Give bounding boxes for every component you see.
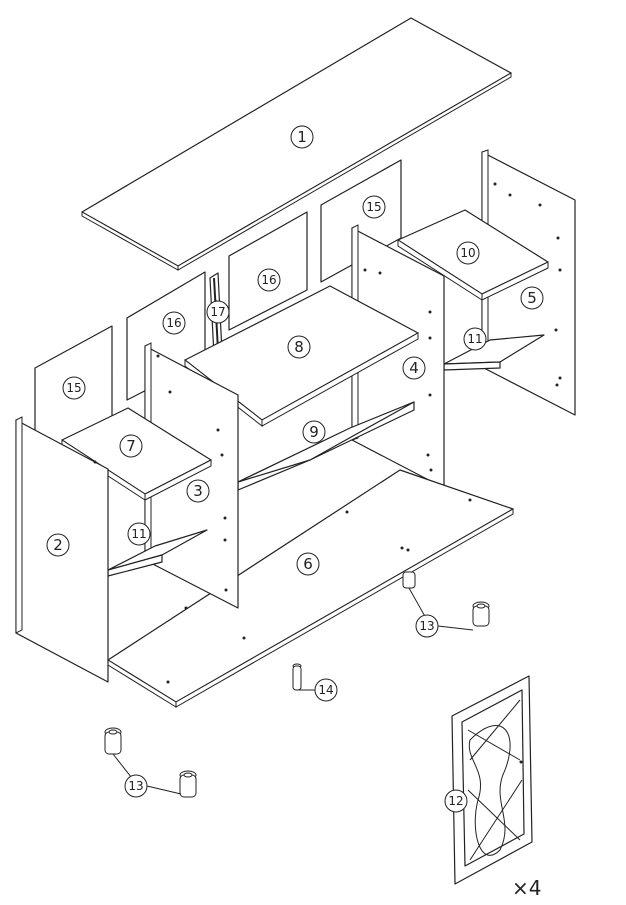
foot-13-under-cabinet xyxy=(402,571,416,589)
svg-text:4: 4 xyxy=(409,359,419,377)
callout-14: 14 xyxy=(314,678,338,702)
svg-text:6: 6 xyxy=(303,555,313,573)
quantity-label: ×4 xyxy=(512,876,541,900)
callout-7: 7 xyxy=(119,434,143,458)
svg-text:10: 10 xyxy=(460,246,475,260)
svg-text:16: 16 xyxy=(166,316,181,330)
callout-2: 2 xyxy=(46,533,70,557)
callout-16-left: 16 xyxy=(162,311,186,335)
bottom-panel-6 xyxy=(107,469,514,708)
svg-text:17: 17 xyxy=(210,305,225,319)
svg-text:1: 1 xyxy=(297,128,307,146)
svg-text:15: 15 xyxy=(66,381,81,395)
svg-text:16: 16 xyxy=(261,273,276,287)
callout-4: 4 xyxy=(402,356,426,380)
callout-8: 8 xyxy=(287,335,311,359)
leader-13-right-b xyxy=(437,625,474,631)
callout-6: 6 xyxy=(296,552,320,576)
callout-11-left: 11 xyxy=(127,522,151,546)
callout-5: 5 xyxy=(520,286,544,310)
foot-13-left-a xyxy=(104,727,122,755)
leader-13-left-b xyxy=(146,785,182,795)
shelf-9 xyxy=(237,401,415,491)
glass-door-12 xyxy=(451,675,533,885)
svg-text:13: 13 xyxy=(419,619,434,633)
callout-12: 12 xyxy=(444,789,468,813)
svg-text:11: 11 xyxy=(131,527,146,541)
svg-text:9: 9 xyxy=(309,423,319,441)
svg-text:2: 2 xyxy=(53,536,63,554)
callout-13-left: 13 xyxy=(124,774,148,798)
callout-9: 9 xyxy=(302,420,326,444)
callout-16-right: 16 xyxy=(257,268,281,292)
leader-13-right xyxy=(408,587,428,621)
callout-10: 10 xyxy=(456,241,480,265)
callout-17: 17 xyxy=(206,300,230,324)
svg-text:5: 5 xyxy=(527,289,537,307)
callout-3: 3 xyxy=(186,479,210,503)
svg-text:11: 11 xyxy=(467,332,482,346)
callout-11-right: 11 xyxy=(463,327,487,351)
callout-1: 1 xyxy=(290,125,314,149)
foot-13-right xyxy=(472,601,490,627)
callout-13-right: 13 xyxy=(415,614,439,638)
svg-text:8: 8 xyxy=(294,338,304,356)
svg-text:7: 7 xyxy=(126,437,136,455)
svg-text:13: 13 xyxy=(128,779,143,793)
svg-text:3: 3 xyxy=(193,482,203,500)
svg-text:14: 14 xyxy=(318,683,333,697)
svg-text:12: 12 xyxy=(448,794,463,808)
svg-text:15: 15 xyxy=(366,200,381,214)
foot-13-left-b xyxy=(179,770,197,798)
callout-15-right: 15 xyxy=(362,195,386,219)
dowel-14 xyxy=(292,663,302,691)
callout-15-left: 15 xyxy=(62,376,86,400)
